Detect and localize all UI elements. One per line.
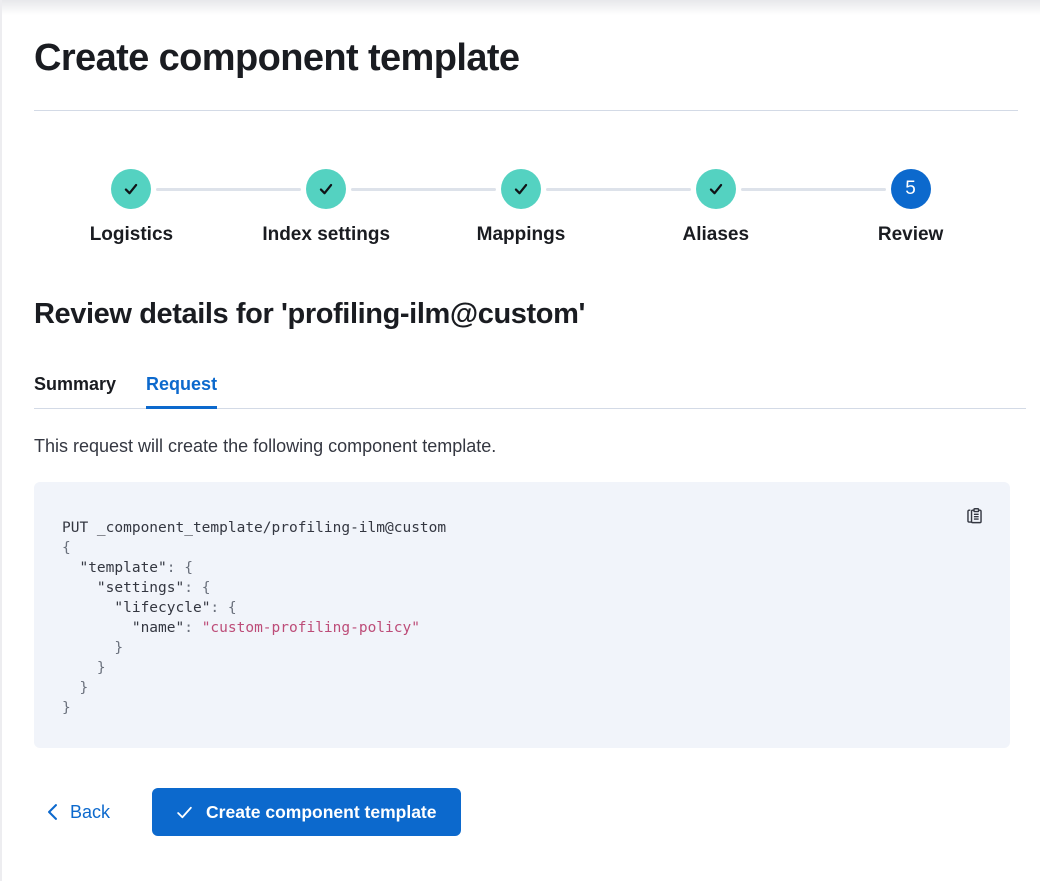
create-component-template-label: Create component template: [206, 801, 437, 822]
step-aliases[interactable]: Aliases: [618, 169, 886, 246]
request-description: This request will create the following c…: [34, 436, 497, 456]
create-component-template-button[interactable]: Create component template: [152, 788, 461, 836]
code-line: }: [62, 700, 71, 716]
back-button[interactable]: Back: [46, 802, 110, 823]
step-complete-check-icon[interactable]: [695, 169, 736, 209]
review-heading: Review details for 'profiling-ilm@custom…: [34, 298, 585, 330]
step-number-badge[interactable]: 5: [890, 169, 931, 209]
copy-clipboard-icon: [967, 508, 982, 524]
back-button-label: Back: [70, 801, 111, 822]
request-code-block: PUT _component_template/profiling-ilm@cu…: [34, 482, 1010, 748]
code-line: "settings": {: [96, 580, 211, 596]
request-code: PUT _component_template/profiling-ilm@cu…: [62, 518, 982, 718]
code-line: }: [62, 680, 89, 696]
step-complete-check-icon[interactable]: [111, 169, 152, 209]
step-mappings[interactable]: Mappings: [424, 169, 691, 246]
step-label: Index settings: [262, 224, 391, 245]
step-index-settings[interactable]: Index settings: [229, 169, 496, 246]
code-line: "lifecycle": {: [114, 600, 237, 616]
code-line: }: [62, 660, 106, 676]
step-label: Logistics: [89, 224, 174, 245]
page-title: Create component template: [34, 37, 520, 79]
step-label: Mappings: [476, 224, 566, 245]
step-complete-check-icon[interactable]: [306, 169, 347, 209]
code-line: "template": {: [79, 560, 193, 576]
tab-request[interactable]: Request: [146, 374, 218, 409]
step-label: Review: [877, 224, 944, 245]
code-line: PUT _component_template/profiling-ilm@cu…: [62, 520, 447, 536]
step-logistics[interactable]: Logistics: [34, 169, 301, 246]
footer-actions: Back Create component template: [34, 788, 1008, 836]
step-label: Aliases: [682, 224, 750, 245]
code-line: }: [62, 640, 124, 656]
chevron-left-icon: [48, 804, 57, 820]
code-line: {: [62, 540, 71, 556]
check-icon: [177, 806, 192, 818]
code-line: "name": "custom-profiling-policy": [131, 620, 420, 636]
title-divider: [34, 110, 1018, 111]
step-complete-check-icon[interactable]: [500, 169, 541, 209]
top-edge-shadow: [2, 0, 1040, 15]
tab-summary[interactable]: Summary: [34, 374, 117, 394]
copy-to-clipboard-button[interactable]: [961, 502, 988, 529]
review-tabs: Summary Request: [34, 374, 1026, 409]
